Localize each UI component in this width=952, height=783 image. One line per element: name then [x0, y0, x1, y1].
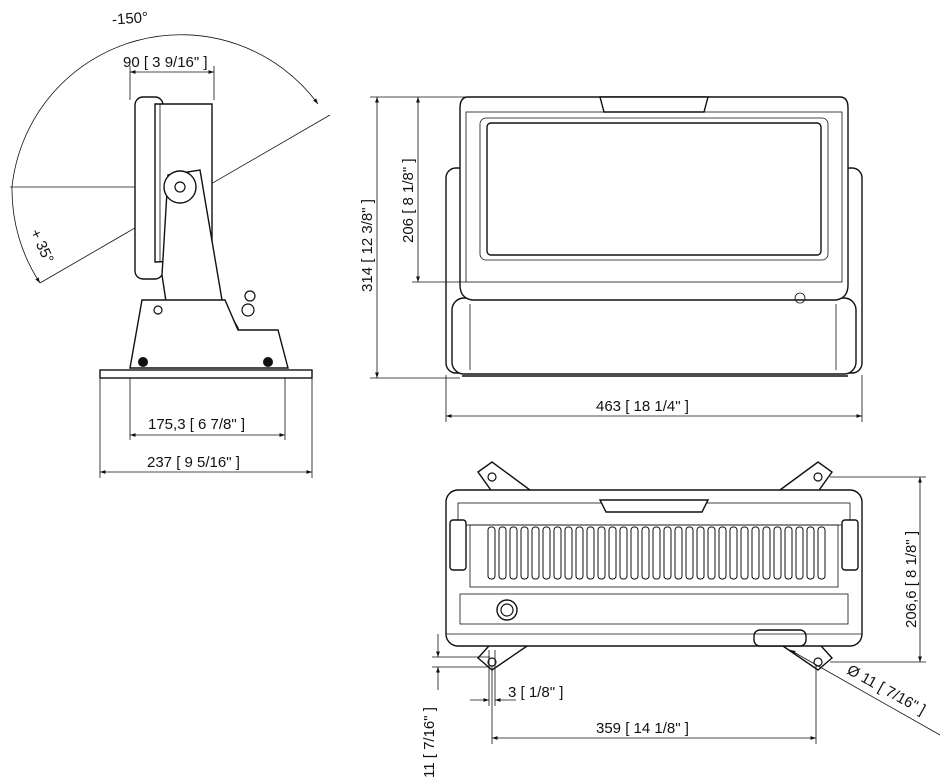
heatsink-fin	[608, 526, 617, 580]
heatsink-fin	[652, 526, 661, 580]
heatsink-fin	[630, 526, 639, 580]
depth-label: 206,6 [ 8 1/8" ]	[903, 531, 920, 628]
heatsink-fin	[542, 526, 551, 580]
bracket-hole	[487, 472, 497, 482]
heatsink-fin	[531, 526, 540, 580]
pivot-center	[174, 181, 186, 193]
heatsink-fin	[773, 526, 782, 580]
sensor-dot	[794, 292, 806, 304]
rear-panel	[459, 593, 849, 625]
front-view: 314 [ 12 3/8" ] 206 [ 8 1/8" ] 463 [ 18 …	[359, 96, 863, 422]
base-front	[451, 297, 857, 375]
heatsink-fin	[487, 526, 496, 580]
heatsink-frame	[469, 524, 839, 588]
side-view: -150° + 35° 90 [ 3 9/16" ] 175,3 [ 6 7/8…	[10, 9, 331, 478]
heatsink-fin	[707, 526, 716, 580]
bracket-offset-label: 3 [ 1/8" ]	[508, 684, 563, 701]
hole-offset-label: 11 [ 7/16" ]	[421, 707, 438, 778]
heatsink-fin	[586, 526, 595, 580]
lens-frame	[479, 117, 829, 261]
heatsink-fin	[740, 526, 749, 580]
yoke-arm	[161, 169, 240, 329]
heatsink-fin	[509, 526, 518, 580]
connector-inner	[500, 603, 514, 617]
base-foot-screw	[138, 357, 148, 367]
heatsink-fin	[696, 526, 705, 580]
yoke-side-left	[449, 519, 467, 571]
hole-diameter-label: Ø 11 [ 7/16" ]	[844, 662, 928, 719]
heatsink-fin	[718, 526, 727, 580]
handle-top-view	[598, 499, 710, 513]
heatsink-fin	[806, 526, 815, 580]
heatsink-fin	[619, 526, 628, 580]
base-plate	[99, 369, 313, 379]
hole-diameter-leader	[789, 649, 941, 736]
tilt-arc-negative	[11, 34, 319, 188]
head-height-label: 206 [ 8 1/8" ]	[400, 158, 417, 243]
heatsink-fin	[597, 526, 606, 580]
heatsink-fin	[564, 526, 573, 580]
heatsink-fins	[487, 526, 826, 580]
base-screw	[153, 305, 163, 315]
base-screw	[241, 303, 255, 317]
heatsink-fin	[729, 526, 738, 580]
lock-knob	[753, 629, 807, 647]
lens-window	[486, 122, 822, 256]
handle-top	[599, 96, 709, 113]
heatsink-fin	[685, 526, 694, 580]
top-view: 206,6 [ 8 1/8" ] 3 [ 1/8" ] 359 [ 14 1/8…	[421, 461, 941, 778]
base-foot-screw	[263, 357, 273, 367]
heatsink-fin	[641, 526, 650, 580]
heatsink-fin	[663, 526, 672, 580]
base-body	[129, 299, 289, 369]
cable-gland	[244, 290, 256, 302]
heatsink-fin	[751, 526, 760, 580]
total-width-label: 463 [ 18 1/4" ]	[596, 398, 689, 415]
hole-spacing-label: 359 [ 14 1/8" ]	[596, 720, 689, 737]
tilt-negative-label: -150°	[111, 9, 148, 28]
heatsink-fin	[784, 526, 793, 580]
heatsink-fin	[498, 526, 507, 580]
heatsink-fin	[817, 526, 826, 580]
yoke-side-right	[841, 519, 859, 571]
tilt-arc-positive	[11, 186, 41, 284]
heatsink-fin	[520, 526, 529, 580]
heatsink-fin	[575, 526, 584, 580]
base-depth-label: 237 [ 9 5/16" ]	[147, 454, 240, 471]
total-height-label: 314 [ 12 3/8" ]	[359, 199, 376, 292]
foot-inner-label: 175,3 [ 6 7/8" ]	[148, 416, 245, 433]
heatsink-fin	[553, 526, 562, 580]
tilt-positive-label: + 35°	[26, 227, 56, 266]
heatsink-fin	[795, 526, 804, 580]
head-depth-label: 90 [ 3 9/16" ]	[123, 54, 208, 71]
bracket-hole	[813, 472, 823, 482]
heatsink-fin	[674, 526, 683, 580]
heatsink-fin	[762, 526, 771, 580]
bracket-hole	[813, 657, 823, 667]
